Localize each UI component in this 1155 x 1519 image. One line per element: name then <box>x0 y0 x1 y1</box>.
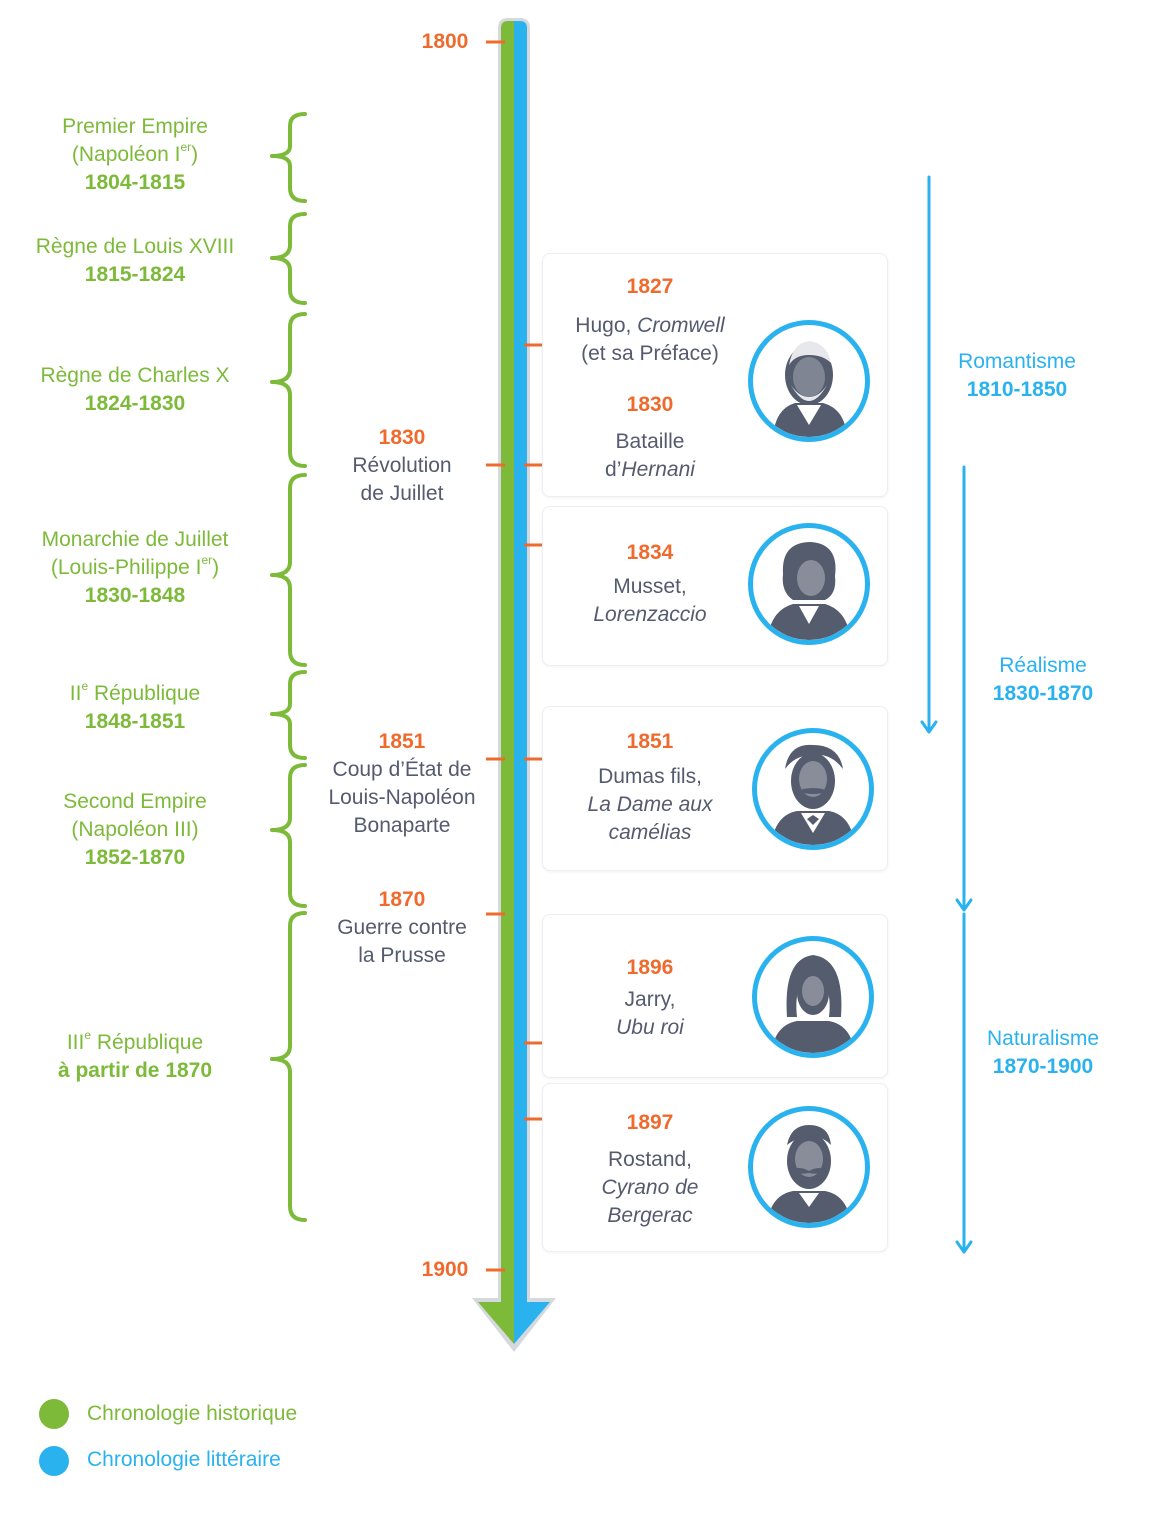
legend-historical-label: Chronologie historique <box>87 1402 298 1425</box>
brace-louis-xviii <box>270 212 307 305</box>
movement-realisme: Réalisme 1830-1870 <box>992 654 1094 705</box>
brace-premier-empire <box>270 112 307 203</box>
legend-historical-dot <box>39 1399 69 1429</box>
legend-literary-label: Chronologie littéraire <box>87 1448 281 1471</box>
movement-arrows <box>920 175 973 1254</box>
start-year-label: 1800 <box>421 30 469 53</box>
card-musset: 1834 Musset, Lorenzaccio <box>542 506 888 666</box>
brace-deuxieme-republique <box>270 670 307 760</box>
movement-naturalisme: Naturalisme 1870-1900 <box>986 1027 1100 1078</box>
brace-second-empire <box>270 763 307 908</box>
dumas-portrait-icon <box>752 728 874 850</box>
period-deuxieme-republique: IIe République 1848-1851 <box>69 679 201 733</box>
end-year-label: 1900 <box>421 1258 469 1281</box>
card-hugo: 1827 Hugo, Cromwell (et sa Préface) 1830… <box>542 253 888 497</box>
movement-romantisme: Romantisme 1810-1850 <box>958 350 1076 401</box>
event-revolution-juillet: 1830 Révolution de Juillet <box>352 426 452 505</box>
event-coup-detat: 1851 Coup d’État de Louis-Napoléon Bonap… <box>328 730 476 837</box>
period-charles-x: Règne de Charles X 1824-1830 <box>40 364 230 415</box>
legend-literary-dot <box>39 1446 69 1476</box>
musset-portrait-icon <box>748 523 870 645</box>
brace-monarchie-juillet <box>270 473 307 667</box>
brace-charles-x <box>270 312 307 468</box>
rostand-portrait-icon <box>748 1106 870 1228</box>
period-premier-empire: Premier Empire (Napoléon Ier) 1804-1815 <box>62 115 208 194</box>
period-braces <box>270 112 307 1222</box>
period-monarchie-juillet: Monarchie de Juillet (Louis-Philippe Ier… <box>41 528 229 607</box>
hugo-portrait-icon <box>748 320 870 442</box>
card-jarry: 1896 Jarry, Ubu roi <box>542 914 888 1078</box>
card-rostand: 1897 Rostand, Cyrano de Bergerac <box>542 1083 888 1252</box>
timeline-ticks <box>486 40 543 1272</box>
event-guerre-prusse: 1870 Guerre contre la Prusse <box>337 888 467 967</box>
brace-troisieme-republique <box>270 911 307 1222</box>
period-louis-xviii: Règne de Louis XVIII 1815-1824 <box>35 235 235 286</box>
card-dumas: 1851 Dumas fils, La Dame aux camélias <box>542 706 888 871</box>
historical-timeline-bar <box>478 21 514 1344</box>
literary-timeline-bar <box>514 21 550 1344</box>
jarry-portrait-icon <box>752 936 874 1058</box>
period-troisieme-republique: IIIe République à partir de 1870 <box>57 1028 213 1082</box>
period-second-empire: Second Empire (Napoléon III) 1852-1870 <box>63 790 207 869</box>
